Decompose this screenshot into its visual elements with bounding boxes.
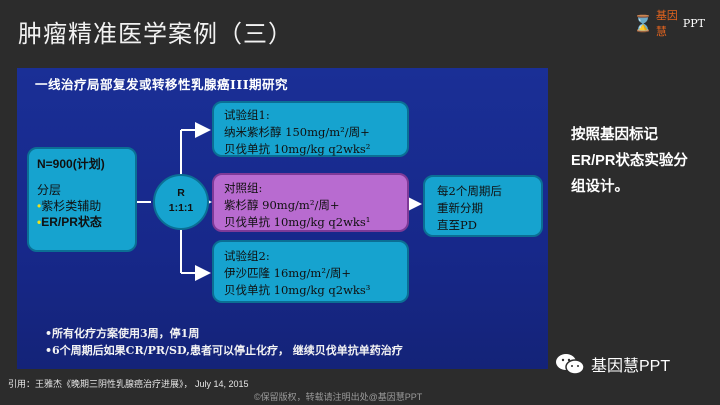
stratification-item: •ER/PR状态 [37,215,102,229]
arm2-drug2: 贝伐单抗 10mg/kg q2wks³ [224,283,371,297]
panel-title: 一线治疗局部复发或转移性乳腺癌III期研究 [35,77,289,92]
stratification: 分层 •紫杉类辅助 •ER/PR状态 [37,182,127,230]
citation: 引用：王雅杰《晚期三阴性乳腺癌治疗进展》， July 14, 2015 [8,379,249,389]
wechat-account: 基因慧PPT [555,352,670,376]
arm2-drug1: 伊沙匹隆 16mg/m²/周+ [224,266,351,280]
footnote: •6个周期后如果CR/PR/SD,患者可以停止化疗， 继续贝伐单抗单药治疗 [45,344,403,357]
arm1-title: 试验组1: [224,108,270,122]
logo-ppt: PPT [682,16,705,30]
arm2-box: 试验组2: 伊沙匹隆 16mg/m²/周+ 贝伐单抗 10mg/kg q2wks… [212,240,409,303]
followup-line3: 直至PD [437,218,477,232]
followup-box: 每2个周期后 重新分期 直至PD [423,175,543,237]
enrollment-box: N=900(计划) 分层 •紫杉类辅助 •ER/PR状态 [27,147,137,252]
random-ratio: 1:1:1 [168,202,194,214]
dna-icon: ⌛ [633,13,653,33]
enrollment-count: N=900(计划) [37,157,105,171]
footnotes: •所有化疗方案使用3周，停1周 •6个周期后如果CR/PR/SD,患者可以停止化… [45,325,403,359]
control-box: 对照组: 紫杉醇 90mg/m²/周+ 贝伐单抗 10mg/kg q2wks¹ [212,173,409,232]
stratification-label: 分层 [37,183,62,197]
control-drug2: 贝伐单抗 10mg/kg q2wks¹ [224,215,371,229]
stratification-item: •紫杉类辅助 [37,199,102,213]
side-explanation: 按照基因标记ER/PR状态实验分组设计。 [571,127,688,195]
followup-line2: 重新分期 [437,201,483,215]
random-label: R [177,187,185,199]
copyright-notice: ©保留版权，转载请注明出处@基因慧PPT [254,392,423,402]
footnote: •所有化疗方案使用3周，停1周 [45,327,200,340]
brand-logo: ⌛ 基因慧 PPT [633,9,705,38]
study-design-panel: 一线治疗局部复发或转移性乳腺癌III期研究 N=900(计划) 分层 •紫杉类辅… [17,68,548,369]
wechat-icon [556,354,585,375]
control-title: 对照组: [224,181,263,195]
followup-line1: 每2个周期后 [437,184,502,198]
logo-text: 基因慧 [655,9,678,38]
arm1-drug1: 纳米紫杉醇 150mg/m²/周+ [224,125,370,139]
slide-title: 肿瘤精准医学案例（三） [18,21,293,48]
arm1-drug2: 贝伐单抗 10mg/kg q2wks² [224,142,371,156]
arm1-box: 试验组1: 纳米紫杉醇 150mg/m²/周+ 贝伐单抗 10mg/kg q2w… [212,101,409,157]
arm2-title: 试验组2: [224,249,270,263]
randomization-circle: R 1:1:1 [153,174,209,230]
control-drug1: 紫杉醇 90mg/m²/周+ [224,198,340,212]
wechat-label: 基因慧PPT [591,358,671,375]
